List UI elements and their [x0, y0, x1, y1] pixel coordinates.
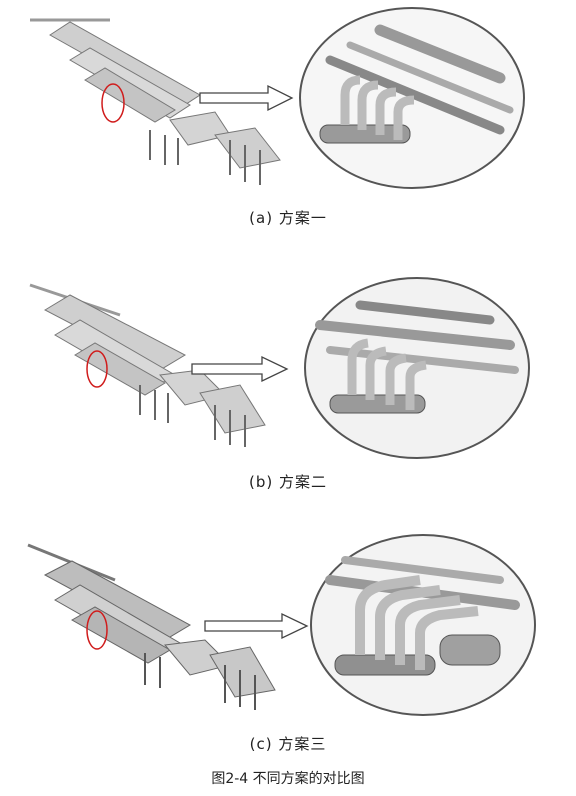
highlight-ellipse: [101, 83, 125, 123]
zoomed-pipe-detail: [304, 277, 530, 459]
panel-b: [0, 265, 576, 465]
pipe-network-overview: [30, 18, 281, 185]
pipe-network-overview: [27, 543, 276, 710]
right-arrow-icon: [191, 355, 289, 383]
zoomed-pipe-detail: [310, 534, 536, 716]
panel-c-graphic: [27, 534, 536, 716]
figure-title: 图2-4 不同方案的对比图: [211, 771, 365, 787]
panel-a-graphic: [30, 7, 525, 189]
caption-a: (a) 方案一: [249, 209, 327, 227]
highlight-ellipse: [86, 350, 108, 388]
panel-b-graphic: [29, 277, 530, 459]
zoomed-pipe-detail: [299, 7, 525, 189]
panel-c: [0, 525, 576, 725]
highlight-ellipse: [86, 610, 108, 650]
panel-a: [0, 0, 576, 200]
right-arrow-icon: [204, 612, 309, 640]
caption-c: (c) 方案三: [249, 735, 327, 753]
right-arrow-icon: [199, 84, 294, 112]
caption-b: (b) 方案二: [249, 473, 327, 491]
pipe-network-overview: [29, 283, 266, 447]
